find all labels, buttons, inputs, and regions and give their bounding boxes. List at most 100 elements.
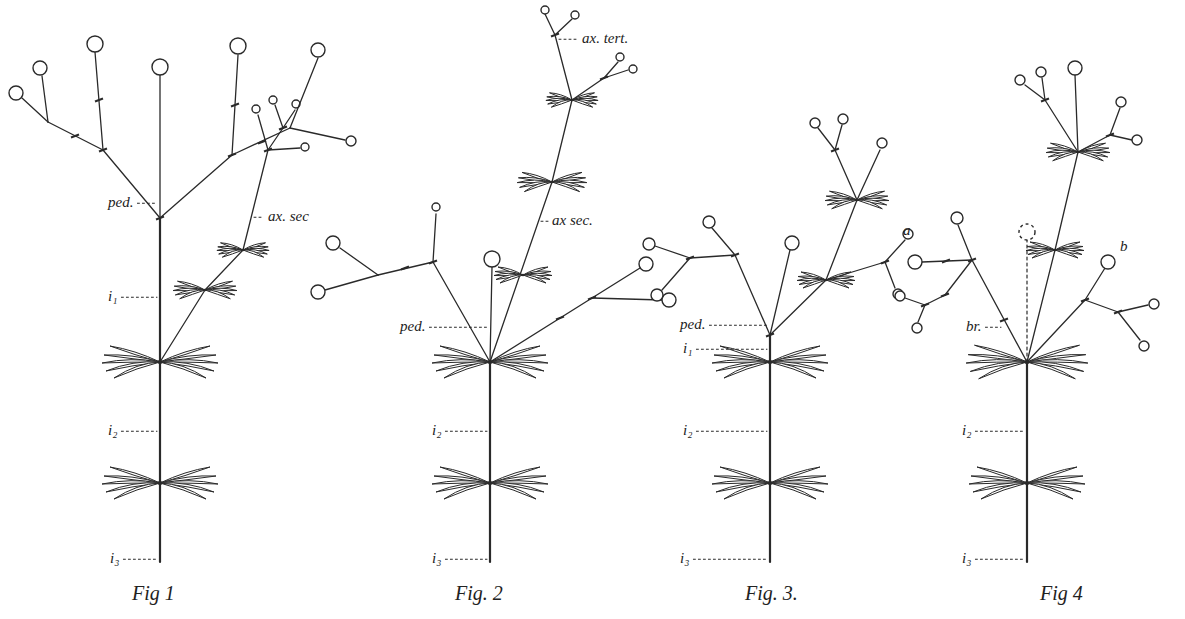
- part-label: a: [903, 222, 911, 239]
- flower-bud: [9, 86, 23, 100]
- stem-line: [1085, 268, 1105, 300]
- part-label: i₁: [683, 340, 692, 357]
- stem-line: [835, 125, 842, 150]
- stem-line: [1085, 300, 1118, 312]
- stem-line: [735, 255, 770, 335]
- leaf: [832, 200, 857, 209]
- stem-line: [555, 19, 572, 35]
- flower-bud: [838, 114, 848, 124]
- stem-line: [160, 290, 205, 362]
- flower-bud: [785, 236, 799, 250]
- part-label: i₂: [432, 422, 441, 439]
- bract-mark: [95, 99, 103, 102]
- flower-bud: [810, 118, 820, 128]
- flower-bud: [1132, 135, 1142, 145]
- flower-bud: [951, 212, 963, 224]
- leaf: [981, 483, 1027, 499]
- leaf: [114, 483, 160, 499]
- stem-line: [433, 262, 490, 362]
- flower-bud: [87, 36, 103, 52]
- flower-bud: [1139, 341, 1149, 351]
- stem-line: [275, 105, 283, 128]
- flower-bud: [1019, 224, 1035, 240]
- stem-line: [433, 214, 436, 262]
- stem-line: [655, 246, 690, 258]
- stem-line: [268, 128, 283, 150]
- part-label: ped.: [680, 316, 705, 333]
- stem-line: [22, 98, 48, 122]
- leaf: [803, 280, 826, 288]
- flower-bud: [1101, 255, 1115, 269]
- stem-line: [905, 298, 925, 305]
- stem-line: [1026, 240, 1027, 362]
- leaf: [524, 182, 552, 192]
- part-label: ax. sec: [268, 208, 309, 225]
- part-label: i₂: [962, 422, 971, 439]
- stem-line: [918, 305, 925, 322]
- whorl-node: [488, 481, 492, 485]
- stem-line: [709, 325, 767, 326]
- leaf: [1027, 483, 1073, 499]
- stem-line: [1025, 85, 1045, 100]
- bract-mark: [401, 267, 409, 270]
- stem-line: [1078, 135, 1110, 152]
- stem-line: [205, 250, 243, 290]
- stem-line: [690, 255, 735, 258]
- stem-line: [975, 559, 1024, 560]
- stem-line: [243, 150, 268, 250]
- bract-mark: [231, 104, 239, 107]
- stem-line: [696, 431, 767, 432]
- leaf: [180, 290, 205, 299]
- figure-number: Fig 1: [132, 582, 175, 604]
- leaf: [552, 182, 580, 192]
- stem-line: [696, 349, 767, 350]
- stem-line: [123, 559, 157, 560]
- stem-line: [826, 262, 885, 280]
- flower-bud: [571, 11, 579, 19]
- stem-line: [159, 218, 161, 562]
- leaf: [523, 275, 546, 283]
- leaf: [1032, 250, 1055, 258]
- part-label: br.: [966, 318, 981, 335]
- flower-bud: [152, 59, 168, 75]
- whorl-node: [1025, 481, 1029, 485]
- bract-mark: [258, 141, 266, 144]
- stem-line: [95, 52, 103, 150]
- leaf: [1053, 152, 1078, 161]
- stem-line: [826, 200, 857, 280]
- flower-bud: [877, 138, 887, 148]
- flower-bud: [484, 251, 500, 267]
- leaf: [490, 483, 536, 499]
- stem-line: [769, 335, 771, 562]
- stem-line: [1042, 78, 1045, 100]
- stem-line: [972, 260, 1027, 362]
- part-label: i₂: [683, 422, 692, 439]
- stem-line: [290, 58, 318, 128]
- stem-line: [1026, 362, 1028, 562]
- flower-bud: [1149, 299, 1159, 309]
- whorl-node: [158, 481, 162, 485]
- stem-line: [922, 260, 972, 262]
- stem-line: [958, 225, 972, 260]
- stem-line: [160, 155, 232, 218]
- leaf: [1055, 250, 1078, 258]
- leaf: [724, 362, 770, 378]
- part-label: ped.: [108, 194, 133, 211]
- leaf: [114, 362, 160, 378]
- bract-mark: [1000, 319, 1008, 322]
- stem-line: [429, 327, 487, 328]
- leaf: [551, 100, 572, 107]
- flower-bud: [895, 291, 905, 301]
- flower-bud: [629, 65, 637, 73]
- flower-bud: [1068, 61, 1082, 75]
- flower-bud: [269, 96, 277, 104]
- stem-line: [1118, 305, 1148, 312]
- flower-bud: [651, 289, 663, 301]
- stem-line: [340, 248, 378, 275]
- flower-bud: [908, 255, 922, 269]
- leaf: [243, 250, 264, 257]
- leaf: [444, 362, 490, 378]
- part-label: ax. tert.: [582, 30, 628, 47]
- bract-mark: [556, 317, 564, 320]
